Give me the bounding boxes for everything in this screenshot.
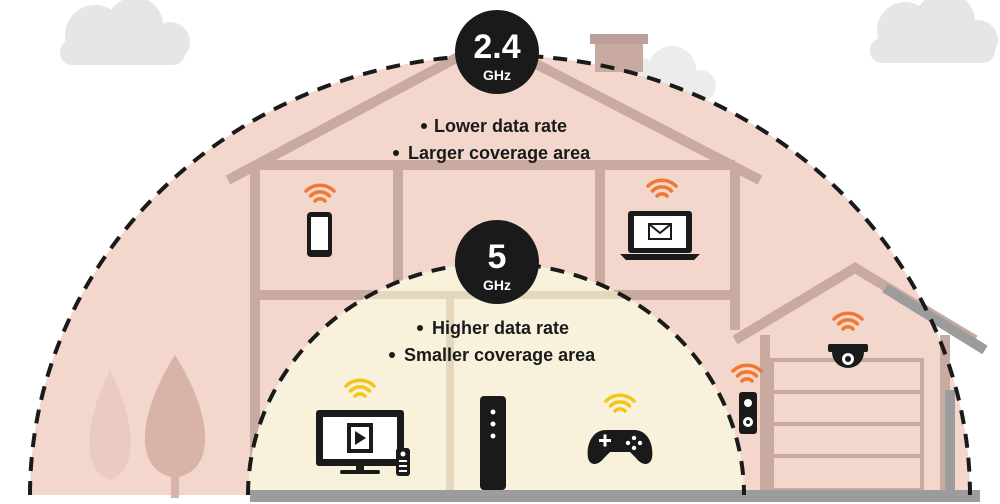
remote-icon [396,448,410,476]
ground [250,490,980,502]
cloud-right [870,0,998,63]
tree-back [89,370,131,480]
badge-5ghz: 5 GHz [455,220,539,304]
router-icon [480,396,506,490]
tree-front [144,355,206,498]
bullet-24-2: Larger coverage area [408,143,591,163]
tv-icon [316,410,404,474]
doorbell-icon [739,392,757,434]
gamepad-icon [587,430,653,464]
badge-5-unit: GHz [483,277,511,293]
outer-boundary [28,53,972,496]
bullet-5-1: Higher data rate [432,318,569,338]
bullet-24-1: Lower data rate [434,116,567,136]
bullet-5-2: Smaller coverage area [404,345,596,365]
house-outline-outside [882,283,988,495]
security-camera-icon [828,344,868,368]
badge-24-unit: GHz [483,67,511,83]
badge-5-frequency: 5 [488,238,507,276]
phone-icon [307,212,332,257]
bullets-24ghz: Lower data rate Larger coverage area [393,116,591,163]
chimney [590,34,648,72]
laptop-mail-icon [620,211,700,260]
badge-24ghz: 2.4 GHz [455,10,539,94]
bullets-5ghz: Higher data rate Smaller coverage area [389,318,596,365]
cloud-left [60,0,190,65]
badge-24-frequency: 2.4 [473,28,520,66]
